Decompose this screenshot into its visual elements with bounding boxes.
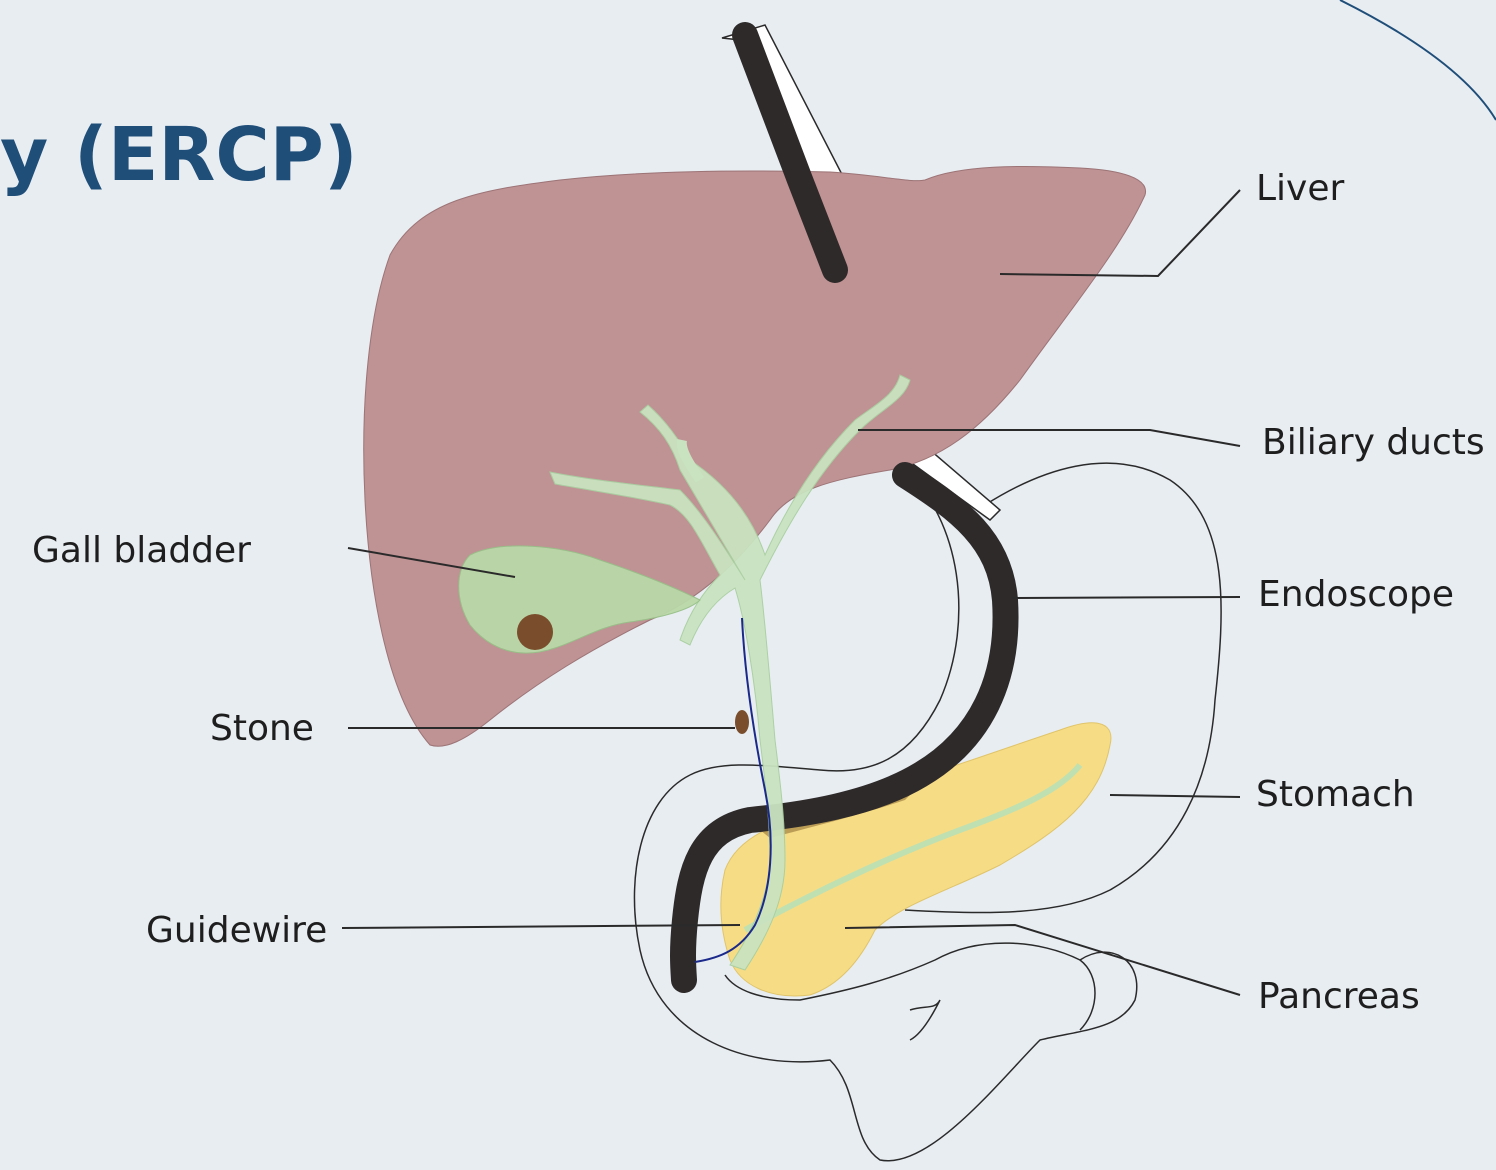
label-stomach: Stomach <box>1256 774 1415 815</box>
label-liver: Liver <box>1256 168 1345 209</box>
duct-stone <box>735 710 749 734</box>
label-endoscope: Endoscope <box>1258 574 1454 615</box>
pancreas-leader <box>845 925 1240 995</box>
duodenum-fold <box>1080 960 1095 1030</box>
label-biliary-ducts: Biliary ducts <box>1262 422 1485 463</box>
endoscope-leader <box>1012 597 1240 598</box>
stomach-leader <box>1110 795 1240 797</box>
label-stone: Stone <box>210 708 314 749</box>
gallbladder-stone <box>517 614 553 650</box>
label-guidewire: Guidewire <box>146 910 327 951</box>
label-gall-bladder: Gall bladder <box>32 530 251 571</box>
duodenum-papilla <box>910 1000 940 1040</box>
label-pancreas: Pancreas <box>1258 976 1420 1017</box>
corner-arc <box>1340 0 1496 120</box>
